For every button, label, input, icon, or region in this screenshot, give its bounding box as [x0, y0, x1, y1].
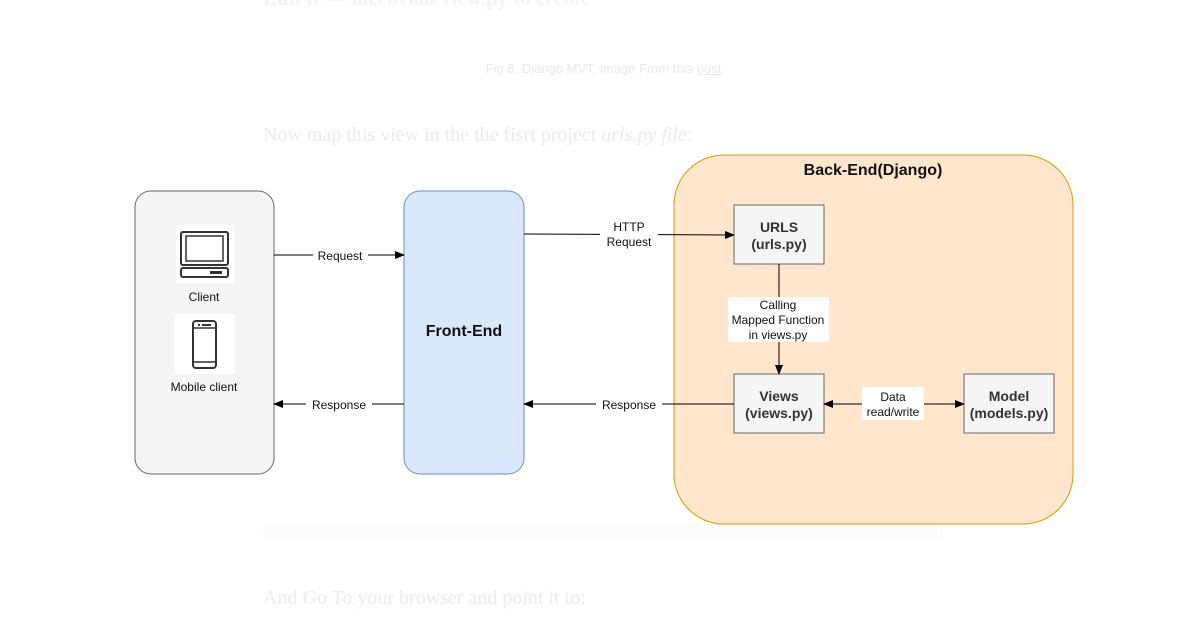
model-file: (models.py) — [970, 405, 1049, 421]
response-label-left: Response — [312, 398, 366, 412]
paragraph-text: Now map this view in the the fisrt proje… — [263, 124, 602, 146]
code-block — [263, 523, 943, 539]
calling-label-3: in views.py — [749, 328, 808, 342]
http-request-label-1: HTTP — [613, 220, 644, 234]
views-box — [733, 373, 825, 434]
calling-label-1: Calling — [760, 298, 797, 312]
data-label-2: read/write — [867, 405, 920, 419]
model-title: Model — [989, 388, 1029, 404]
mobile-client-label: Mobile client — [171, 380, 238, 394]
caption-post-link[interactable]: post — [696, 61, 722, 76]
client-container: Client Mobile client — [134, 190, 275, 475]
figure-caption-text: Fig 8. Django MVT, image From this — [485, 61, 697, 76]
figure-caption: Fig 8. Django MVT, image From this post — [0, 61, 1179, 76]
urls-file: (urls.py) — [751, 236, 806, 252]
http-request-label-2: Request — [607, 235, 652, 249]
request-label: Request — [318, 249, 363, 263]
urls-box — [733, 204, 825, 265]
mobile-phone-icon — [175, 314, 235, 374]
frontend-box — [403, 190, 525, 475]
frontend-label: Front-End — [426, 323, 502, 340]
article-paragraph-2: And Go To your browser and point it to: — [263, 587, 586, 609]
urls-title: URLS — [760, 219, 798, 235]
data-label-1: Data — [880, 390, 906, 404]
paragraph-end: : — [686, 124, 693, 146]
views-file: (views.py) — [745, 405, 813, 421]
article-paragraph: Now map this view in the the fisrt proje… — [263, 124, 692, 147]
desktop-computer-icon — [176, 225, 234, 283]
article-heading: Edit it — mecoviaa/view.py to create — [263, 0, 590, 11]
paragraph-emphasis: urls.py file — [601, 124, 687, 146]
response-label-right: Response — [602, 398, 656, 412]
views-title: Views — [759, 388, 799, 404]
client-label: Client — [189, 290, 220, 304]
backend-title: Back-End(Django) — [804, 162, 943, 179]
calling-label-2: Mapped Function — [732, 313, 825, 327]
